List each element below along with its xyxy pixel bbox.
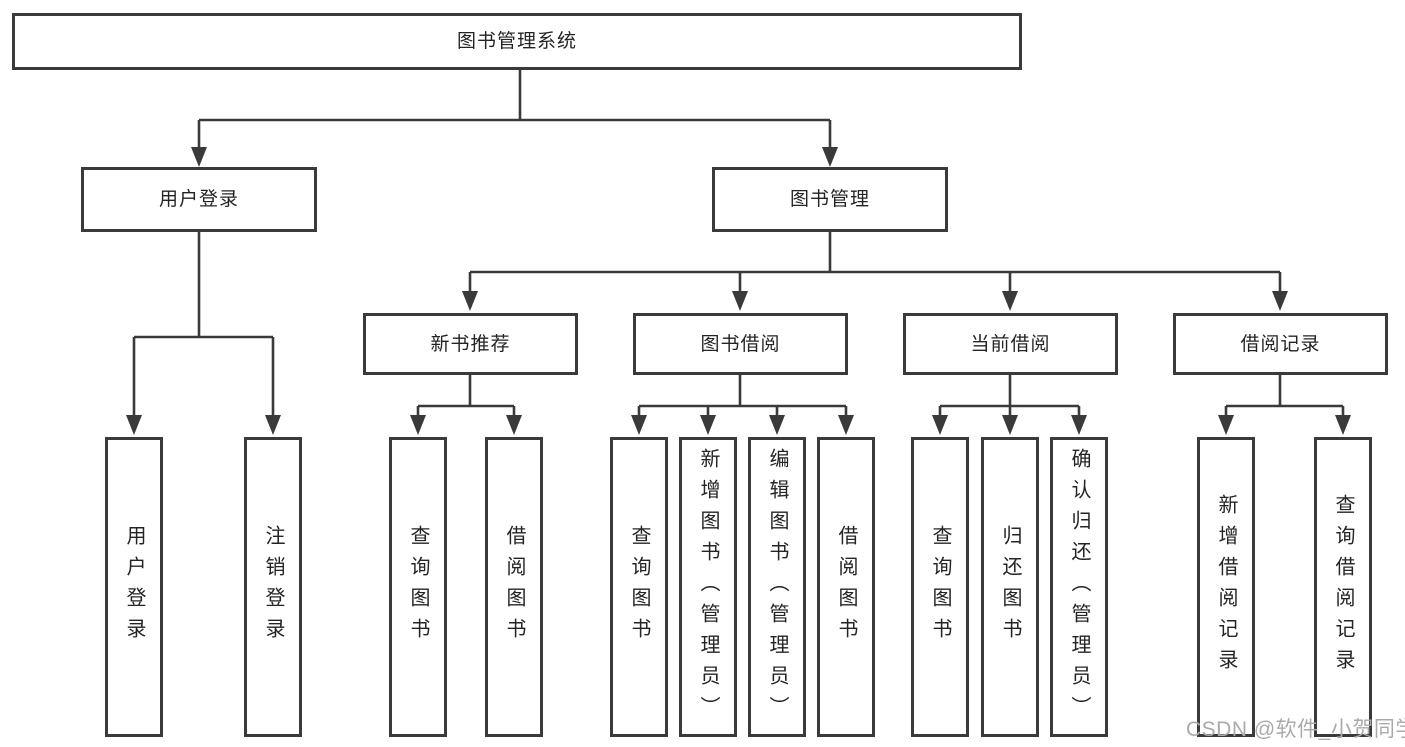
leaf-return-books-label: 归还图书 bbox=[999, 525, 1021, 649]
node-book-borrow-label: 图书借阅 bbox=[700, 333, 781, 355]
leaf-confirm-return-admin-label: 确认归还（管理员） bbox=[1068, 447, 1090, 727]
leaf-edit-books-admin-label: 编辑图书（管理员） bbox=[766, 447, 788, 727]
leaf-add-borrow-record-label: 新增借阅记录 bbox=[1215, 494, 1237, 680]
leaf-query-borrow-record: 查询借阅记录 bbox=[1314, 437, 1372, 737]
node-borrow-records: 借阅记录 bbox=[1173, 313, 1388, 375]
leaf-confirm-return-admin: 确认归还（管理员） bbox=[1050, 437, 1108, 737]
node-current-borrow: 当前借阅 bbox=[903, 313, 1118, 375]
leaf-user-login-label: 用户登录 bbox=[123, 525, 145, 649]
node-root-label: 图书管理系统 bbox=[456, 31, 577, 52]
leaf-logout-label: 注销登录 bbox=[262, 525, 284, 649]
leaf-return-books: 归还图书 bbox=[981, 437, 1039, 737]
node-new-book-rec: 新书推荐 bbox=[363, 313, 578, 375]
leaf-edit-books-admin: 编辑图书（管理员） bbox=[748, 437, 806, 737]
leaf-query-books-rec-label: 查询图书 bbox=[407, 525, 429, 649]
arrowheads bbox=[126, 147, 1351, 435]
node-borrow-records-label: 借阅记录 bbox=[1240, 333, 1321, 355]
leaf-borrow-books-borrow-label: 借阅图书 bbox=[835, 525, 857, 649]
leaf-add-books-admin: 新增图书（管理员） bbox=[679, 437, 737, 737]
leaf-borrow-books-borrow: 借阅图书 bbox=[817, 437, 875, 737]
leaf-borrow-books-rec-label: 借阅图书 bbox=[503, 525, 525, 649]
leaf-query-books-current: 查询图书 bbox=[911, 437, 969, 737]
node-user-login-label: 用户登录 bbox=[158, 189, 239, 210]
leaf-query-books-current-label: 查询图书 bbox=[929, 525, 951, 649]
leaf-query-borrow-record-label: 查询借阅记录 bbox=[1332, 494, 1354, 680]
leaf-query-books-borrow: 查询图书 bbox=[610, 437, 668, 737]
leaf-logout: 注销登录 bbox=[244, 437, 302, 737]
node-book-borrow: 图书借阅 bbox=[633, 313, 848, 375]
node-root: 图书管理系统 bbox=[12, 13, 1022, 70]
leaf-borrow-books-rec: 借阅图书 bbox=[485, 437, 543, 737]
node-new-book-rec-label: 新书推荐 bbox=[430, 333, 511, 355]
node-current-borrow-label: 当前借阅 bbox=[970, 333, 1051, 355]
csdn-watermark: CSDN @软件_小贺同学 bbox=[1186, 718, 1405, 741]
node-book-management: 图书管理 bbox=[712, 167, 948, 232]
leaf-add-borrow-record: 新增借阅记录 bbox=[1197, 437, 1255, 737]
leaf-user-login: 用户登录 bbox=[105, 437, 163, 737]
leaf-query-books-borrow-label: 查询图书 bbox=[628, 525, 650, 649]
node-user-login: 用户登录 bbox=[81, 167, 317, 232]
leaf-add-books-admin-label: 新增图书（管理员） bbox=[697, 447, 719, 727]
node-book-management-label: 图书管理 bbox=[789, 189, 870, 210]
leaf-query-books-rec: 查询图书 bbox=[389, 437, 447, 737]
